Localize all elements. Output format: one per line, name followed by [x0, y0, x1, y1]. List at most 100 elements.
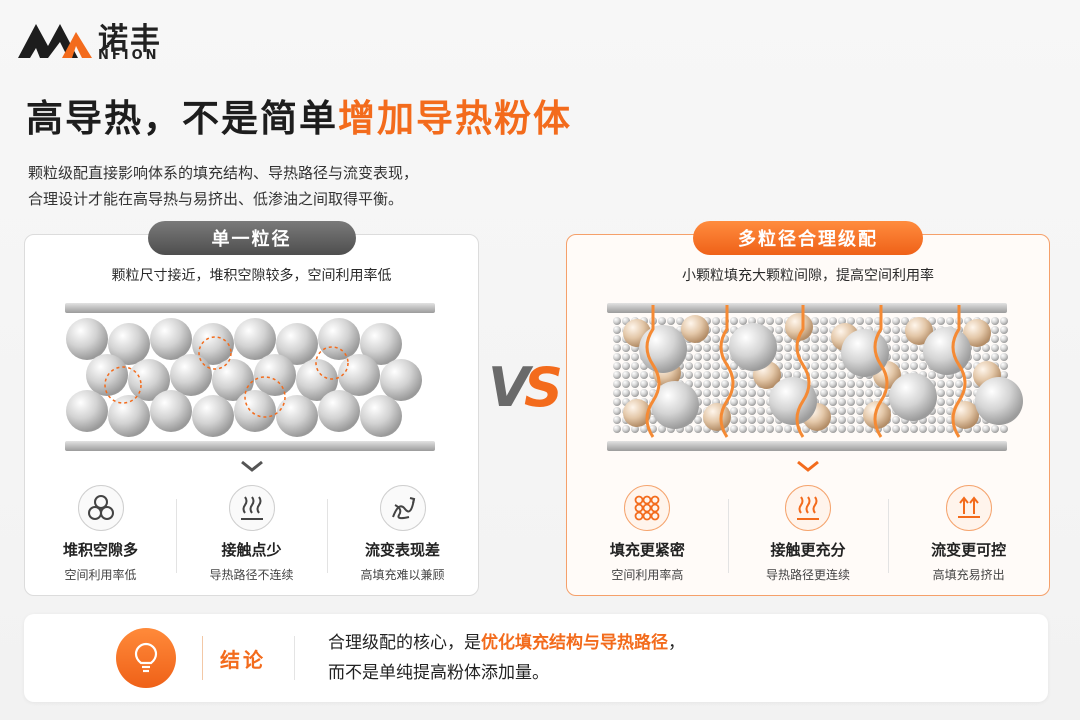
small-particle [739, 398, 747, 406]
small-particle [829, 380, 837, 388]
small-particle [622, 389, 630, 397]
small-particle [622, 362, 630, 370]
small-particle [829, 416, 837, 424]
small-particle [676, 317, 684, 325]
small-particle [847, 389, 855, 397]
large-particle [276, 395, 318, 437]
small-particle [721, 371, 729, 379]
heat-path [951, 305, 967, 438]
small-particle [640, 389, 648, 397]
small-particle [874, 389, 882, 397]
small-particle [892, 416, 900, 424]
large-particle [360, 323, 402, 365]
small-particle [937, 425, 945, 433]
small-particle [910, 425, 918, 433]
small-particle [811, 326, 819, 334]
small-particle [622, 371, 630, 379]
small-particle [811, 380, 819, 388]
small-particle [712, 362, 720, 370]
medium-particle [905, 317, 933, 345]
small-particle [946, 380, 954, 388]
small-particle [811, 317, 819, 325]
large-particle [66, 318, 108, 360]
small-particle [766, 416, 774, 424]
large-particle [234, 318, 276, 360]
small-particle [856, 380, 864, 388]
single-size-particles [66, 318, 422, 437]
small-particle [721, 380, 729, 388]
small-particle [910, 353, 918, 361]
small-particle [820, 335, 828, 343]
heat-path-arrows [645, 305, 967, 438]
small-particle [649, 380, 657, 388]
medium-particle [963, 319, 991, 347]
void-markers [104, 336, 349, 418]
small-particle [694, 425, 702, 433]
small-particle [946, 425, 954, 433]
small-particle [820, 317, 828, 325]
small-particle [775, 344, 783, 352]
small-particle [901, 317, 909, 325]
small-particle [856, 425, 864, 433]
feature-poor-rheology: 流变表现差 高填充难以兼顾 [327, 485, 478, 585]
small-particle [631, 389, 639, 397]
single-size-panel: 单一粒径 颗粒尺寸接近，堆积空隙较多，空间利用率低 [24, 221, 479, 596]
small-particle [784, 425, 792, 433]
small-particle [838, 371, 846, 379]
vs-letter-v: V [488, 356, 534, 419]
heat-waves-icon [228, 485, 275, 531]
small-particle [631, 362, 639, 370]
small-particle [613, 317, 621, 325]
small-particle [784, 362, 792, 370]
small-particle [685, 344, 693, 352]
small-particle [631, 371, 639, 379]
small-particle [667, 317, 675, 325]
small-particle [730, 416, 738, 424]
small-particle [1000, 425, 1008, 433]
brand-logo: 诺丰 NFION [18, 12, 188, 64]
description-line-2: 合理设计才能在高导热与易挤出、低渗油之间取得平衡。 [28, 190, 404, 208]
small-particle [820, 344, 828, 352]
heat-path [873, 305, 889, 438]
large-particle [234, 390, 276, 432]
medium-particle [623, 399, 651, 427]
small-particle [856, 416, 864, 424]
small-particle [802, 353, 810, 361]
small-particle [793, 362, 801, 370]
small-particle [1000, 353, 1008, 361]
small-particle [838, 416, 846, 424]
small-particle [631, 380, 639, 388]
small-particle [748, 398, 756, 406]
small-particle [901, 425, 909, 433]
graded-size-features: 填充更紧密 空间利用率高 接触更充分 导热路径更连续 流变更可控 高填充易挤出 [567, 485, 1049, 585]
feature-subtitle: 高填充难以兼顾 [360, 568, 445, 582]
small-particle [613, 326, 621, 334]
small-particle [811, 335, 819, 343]
small-particle [802, 344, 810, 352]
small-particle [730, 362, 738, 370]
small-particle [730, 407, 738, 415]
small-particle [811, 353, 819, 361]
small-particle [757, 398, 765, 406]
large-particle [86, 354, 128, 396]
feature-title: 接触点少 [221, 541, 282, 559]
small-particle [793, 371, 801, 379]
small-particle [973, 425, 981, 433]
small-particle [613, 389, 621, 397]
small-particle [703, 380, 711, 388]
feature-title: 填充更紧密 [609, 541, 685, 559]
small-particle [928, 416, 936, 424]
small-particle [730, 398, 738, 406]
feature-controllable-rheology: 流变更可控 高填充易挤出 [888, 485, 1049, 585]
small-particle [892, 326, 900, 334]
small-particle [622, 353, 630, 361]
feature-title: 堆积空隙多 [62, 541, 138, 559]
conclusion-label: 结论 [220, 648, 266, 672]
small-particle [784, 353, 792, 361]
small-particle [694, 380, 702, 388]
small-particle [1000, 362, 1008, 370]
small-particle [748, 317, 756, 325]
small-particle [811, 344, 819, 352]
small-particle [829, 389, 837, 397]
small-particle [712, 344, 720, 352]
